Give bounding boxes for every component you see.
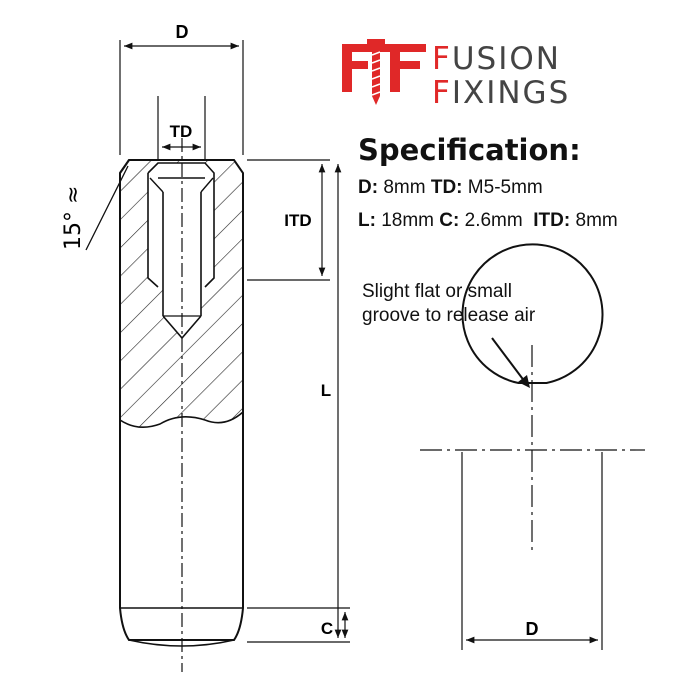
spec-heading: Specification: — [358, 133, 581, 167]
label-d-top: D — [176, 22, 189, 42]
air-release-note: Slight flat or small groove to release a… — [362, 280, 535, 328]
note-leader-arrow — [491, 337, 530, 388]
spec-itd-value: 8mm — [575, 210, 618, 231]
spec-c-label: C: — [439, 210, 460, 231]
brand-line-1: FUSION — [432, 41, 561, 77]
spec-td-value: M5-5mm — [467, 177, 543, 198]
dimension-d-bottom — [461, 452, 603, 650]
spec-l-value: 18mm — [381, 210, 435, 231]
dimension-d-top — [119, 40, 244, 155]
dimension-td — [157, 96, 206, 160]
brand-wordmark: FUSION FIXINGS — [432, 42, 570, 110]
spec-itd-label: ITD: — [533, 210, 571, 231]
dowel-pin-section — [119, 138, 244, 672]
spec-d-label: D: — [358, 177, 379, 198]
note-line-2: groove to release air — [362, 305, 536, 326]
dimension-itd — [247, 159, 330, 281]
note-line-1: Slight flat or small — [362, 281, 512, 302]
spec-td-label: TD: — [430, 177, 463, 198]
label-td: TD — [170, 122, 193, 141]
brand-line-2: FIXINGS — [432, 75, 571, 111]
spec-d-value: 8mm — [383, 177, 426, 198]
dimension-c — [247, 607, 350, 638]
end-view — [420, 243, 645, 555]
spec-c-value: 2.6mm — [464, 210, 523, 231]
angle-leader — [85, 165, 129, 251]
label-l: L — [321, 381, 331, 400]
dimension-l — [247, 164, 350, 643]
label-angle: 15° ≈ — [61, 186, 86, 250]
spec-line-1: D: 8mm TD: M5-5mm — [358, 177, 543, 199]
label-c: C — [321, 619, 333, 638]
label-d-bottom: D — [526, 619, 539, 639]
label-itd: ITD — [284, 211, 311, 230]
spec-l-label: L: — [358, 210, 376, 231]
spec-line-2: L: 18mm C: 2.6mm ITD: 8mm — [358, 210, 618, 232]
ff-screw-logo-icon — [342, 39, 426, 105]
